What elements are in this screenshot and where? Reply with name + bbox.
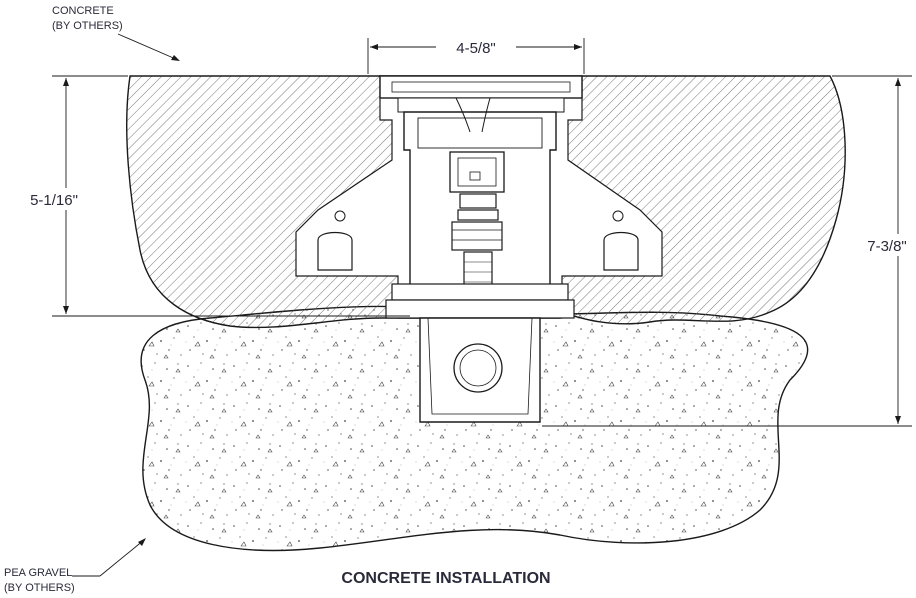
gravel-callout-leader [72, 538, 146, 577]
dimension-height-left [20, 75, 410, 317]
concrete-label-line2: (BY OTHERS) [52, 20, 123, 32]
concrete-label-line1: CONCRETE [52, 5, 114, 17]
fixture-assembly [317, 75, 639, 423]
drawing-title: CONCRETE INSTALLATION [341, 570, 550, 587]
concrete-callout-leader [117, 33, 180, 61]
dimension-width-top [367, 38, 585, 74]
gravel-label-line1: PEA GRAVEL [4, 567, 72, 579]
dimension-height-right-label: 7-3/8" [867, 238, 907, 255]
dimension-height-left-label: 5-1/16" [30, 192, 78, 209]
dimension-width-label: 4-5/8" [456, 40, 496, 57]
dimension-height-right [542, 75, 914, 427]
gravel-label-line2: (BY OTHERS) [4, 582, 75, 594]
